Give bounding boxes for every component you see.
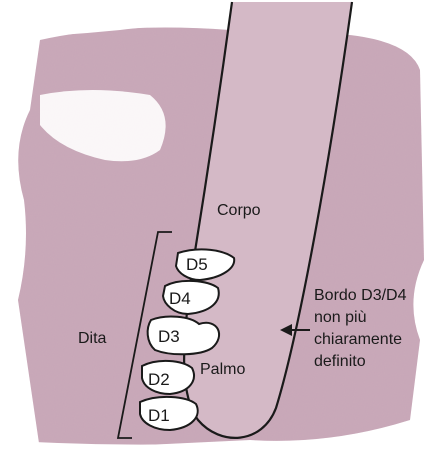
- digit-d2: D2: [142, 361, 194, 394]
- label-bordo-line1: Bordo D3/D4: [314, 287, 407, 304]
- digit-label-d1: D1: [148, 406, 170, 425]
- label-dita: Dita: [78, 330, 107, 347]
- label-bordo-line2: non più: [314, 309, 367, 326]
- digit-d1: D1: [140, 397, 198, 430]
- label-corpo: Corpo: [217, 202, 261, 219]
- digit-d3: D3: [148, 317, 219, 355]
- digit-label-d4: D4: [169, 289, 191, 308]
- digit-label-d5: D5: [186, 255, 208, 274]
- label-palmo: Palmo: [200, 361, 245, 378]
- digit-label-d2: D2: [148, 370, 170, 389]
- label-bordo-line3: chiaramente: [314, 331, 402, 348]
- label-bordo-line4: definito: [314, 353, 366, 370]
- digit-label-d3: D3: [158, 327, 180, 346]
